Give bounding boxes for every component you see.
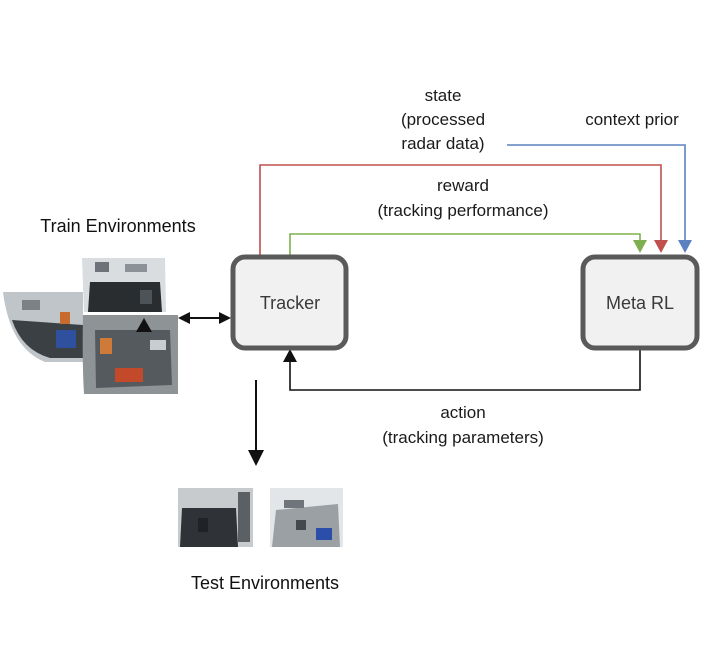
state-label-line3: radar data) (401, 134, 484, 153)
tracker-node: Tracker (230, 254, 349, 351)
train-env-image-2 (3, 292, 83, 362)
train-env-pointer (136, 318, 152, 332)
train-env-image-3 (82, 315, 178, 394)
tracker-label: Tracker (260, 293, 320, 313)
reward-label-line2: (tracking performance) (377, 201, 548, 220)
action-label-line2: (tracking parameters) (382, 428, 544, 447)
action-edge (289, 350, 641, 391)
state-label-line1: state (425, 86, 462, 105)
test-env-image-1 (178, 488, 253, 547)
train-environments-label: Train Environments (40, 216, 195, 236)
reward-arrowhead (633, 240, 647, 253)
state-label-line2: (processed (401, 110, 485, 129)
meta-rl-label: Meta RL (606, 293, 674, 313)
train-env-image-1 (82, 258, 166, 312)
state-arrowhead (654, 240, 668, 253)
context-prior-label: context prior (585, 110, 679, 129)
context-prior-arrowhead (678, 240, 692, 253)
tracker-arrowhead-right (219, 312, 231, 324)
test-env-image-2 (270, 488, 343, 547)
state-edge (259, 164, 662, 256)
meta-rl-node: Meta RL (580, 254, 700, 351)
reward-label-line1: reward (437, 176, 489, 195)
test-arrowhead (248, 450, 264, 466)
reward-edge (289, 233, 641, 256)
action-arrowhead (283, 349, 297, 362)
context-prior-edge (507, 144, 686, 244)
train-arrowhead-left (178, 312, 190, 324)
action-label-line1: action (440, 403, 485, 422)
test-environments-label: Test Environments (191, 573, 339, 593)
